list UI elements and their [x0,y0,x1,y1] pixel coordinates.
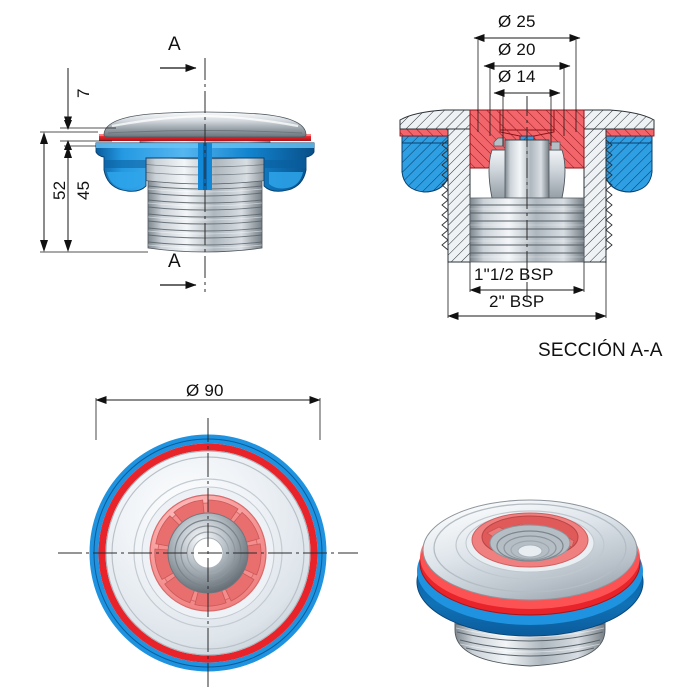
plan-centerlines [58,418,358,690]
section-title-label: SECCIÓN A-A [538,340,663,361]
dimension-bsp-1-1-2 [469,262,585,294]
section-a-a-view [399,34,655,320]
isometric-view [416,499,644,667]
dimension-label-45: 45 [74,180,93,200]
dimension-52 [40,131,148,253]
front-elevation-view [40,58,315,292]
dimension-d90 [95,396,321,440]
iso-center-bore [496,530,564,562]
dimension-d25 [473,34,581,132]
dimension-7 [60,68,116,160]
section-mark-label-top: A [168,34,181,55]
section-mark-label-bottom: A [168,251,181,272]
plan-circular-view [58,396,358,690]
dimension-d14 [493,89,561,146]
dimension-d20 [483,62,571,136]
dimension-label-52: 52 [50,180,69,200]
dimension-label-bsp-2: 2" BSP [489,292,545,311]
dimension-45 [64,145,96,252]
dimension-label-d14: Ø 14 [498,67,536,86]
section-chrome-cap [399,109,655,130]
dimension-label-d20: Ø 20 [498,40,536,59]
dimension-label-bsp-1-1-2: 1"1/2 BSP [474,265,554,284]
dimension-bsp-2 [447,262,607,320]
dimension-label-d25: Ø 25 [498,12,536,31]
dimension-label-d90: Ø 90 [186,381,224,400]
dimension-label-7: 7 [74,88,93,98]
